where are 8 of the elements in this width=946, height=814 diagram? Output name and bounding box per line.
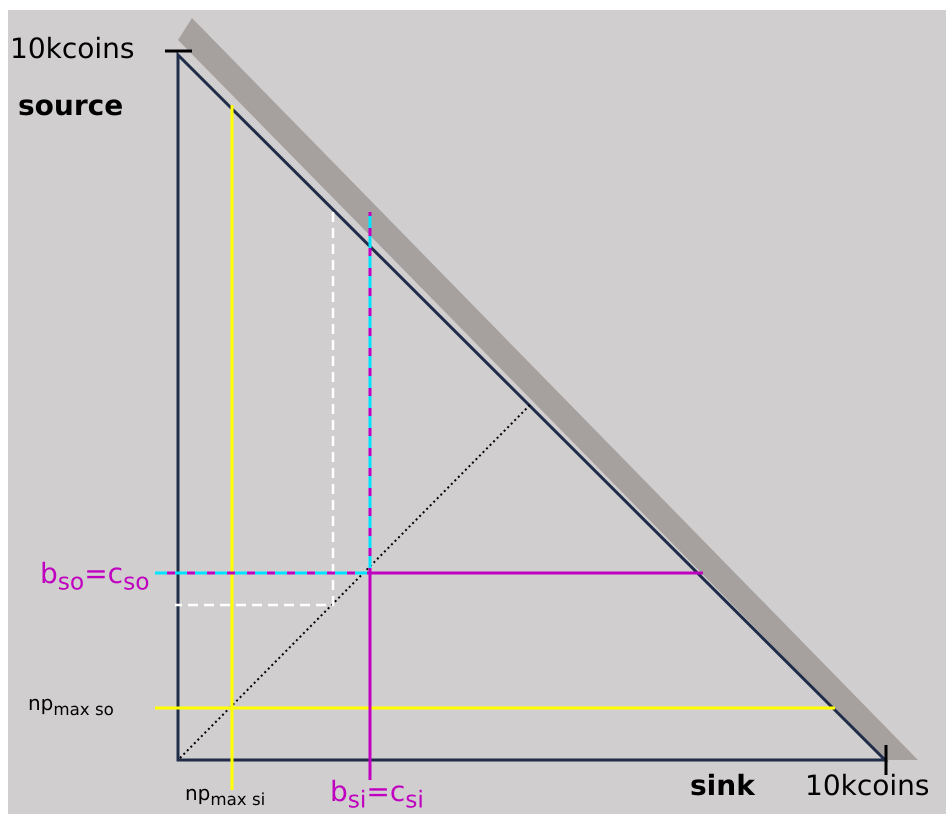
point-label: b$_{si}$=c$_{si}$: [330, 778, 424, 812]
point-label: b$_{so}$=c$_{so}$: [40, 560, 150, 594]
point-label: np$_{max si}$: [185, 783, 266, 809]
axis-title: source: [18, 92, 124, 120]
axis-value: 10kcoins: [805, 772, 930, 800]
axis-value: 10kcoins: [10, 35, 134, 63]
point-label: np$_{max so}$: [28, 693, 114, 719]
axis-title: sink: [690, 772, 755, 800]
